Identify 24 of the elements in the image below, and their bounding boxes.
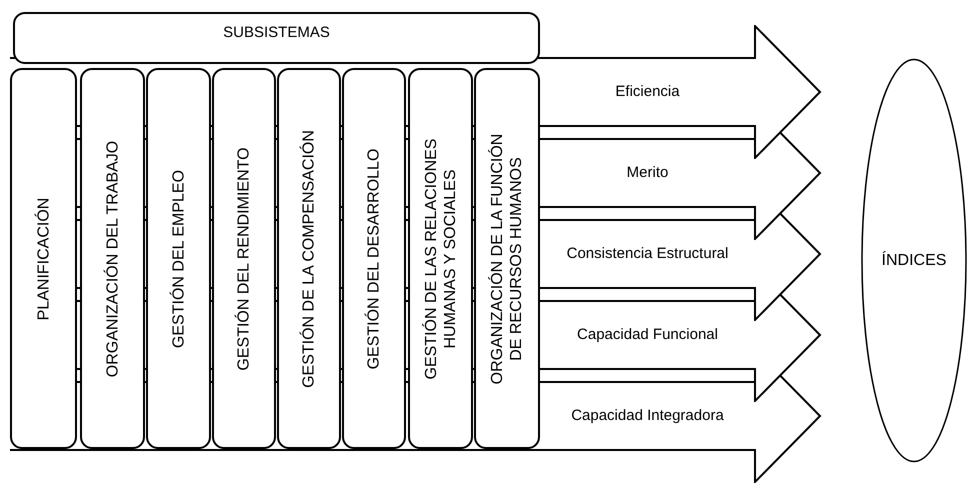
subsystem-box <box>277 68 341 449</box>
subsystem-box <box>474 68 540 449</box>
subsystem-box <box>342 68 406 449</box>
subsystem-label: GESTIÓN DEL DESARROLLO <box>364 147 384 371</box>
arrow-label: Consistencia Estructural <box>566 244 728 264</box>
subsystem-box <box>146 68 211 449</box>
subsystem-label: ORGANIZACIÓN DE LA FUNCIÓN DE RECURSOS HUMANOS <box>488 132 526 386</box>
header-label: SUBSISTEMAS <box>223 23 330 43</box>
arrow-label: Eficiencia <box>615 82 680 102</box>
header-box <box>13 12 540 64</box>
arrow-label: Capacidad Integradora <box>571 406 724 426</box>
arrow-label: Capacidad Funcional <box>577 324 718 345</box>
subsystem-box <box>408 68 473 449</box>
subsystem-box <box>10 68 77 449</box>
subsystem-box <box>212 68 276 449</box>
subsystem-label: PLANIFICACIÓN <box>34 196 53 322</box>
arrow-label: Merito <box>626 162 668 183</box>
subsystem-label: GESTIÓN DE LAS RELACIONES HUMANAS Y SOCIALES <box>422 137 460 381</box>
subsystem-label: GESTIÓN DEL EMPLEO <box>169 168 188 350</box>
subsystem-label: GESTIÓN DEL RENDIMIENTO <box>234 146 254 372</box>
ellipse-label: ÍNDICES <box>882 250 946 270</box>
subsystem-label: ORGANIZACIÓN DEL TRABAJO <box>103 139 122 379</box>
subsystem-box <box>80 68 145 449</box>
subsystem-label: GESTIÓN DE LA COMPENSACIÓN <box>300 128 318 390</box>
